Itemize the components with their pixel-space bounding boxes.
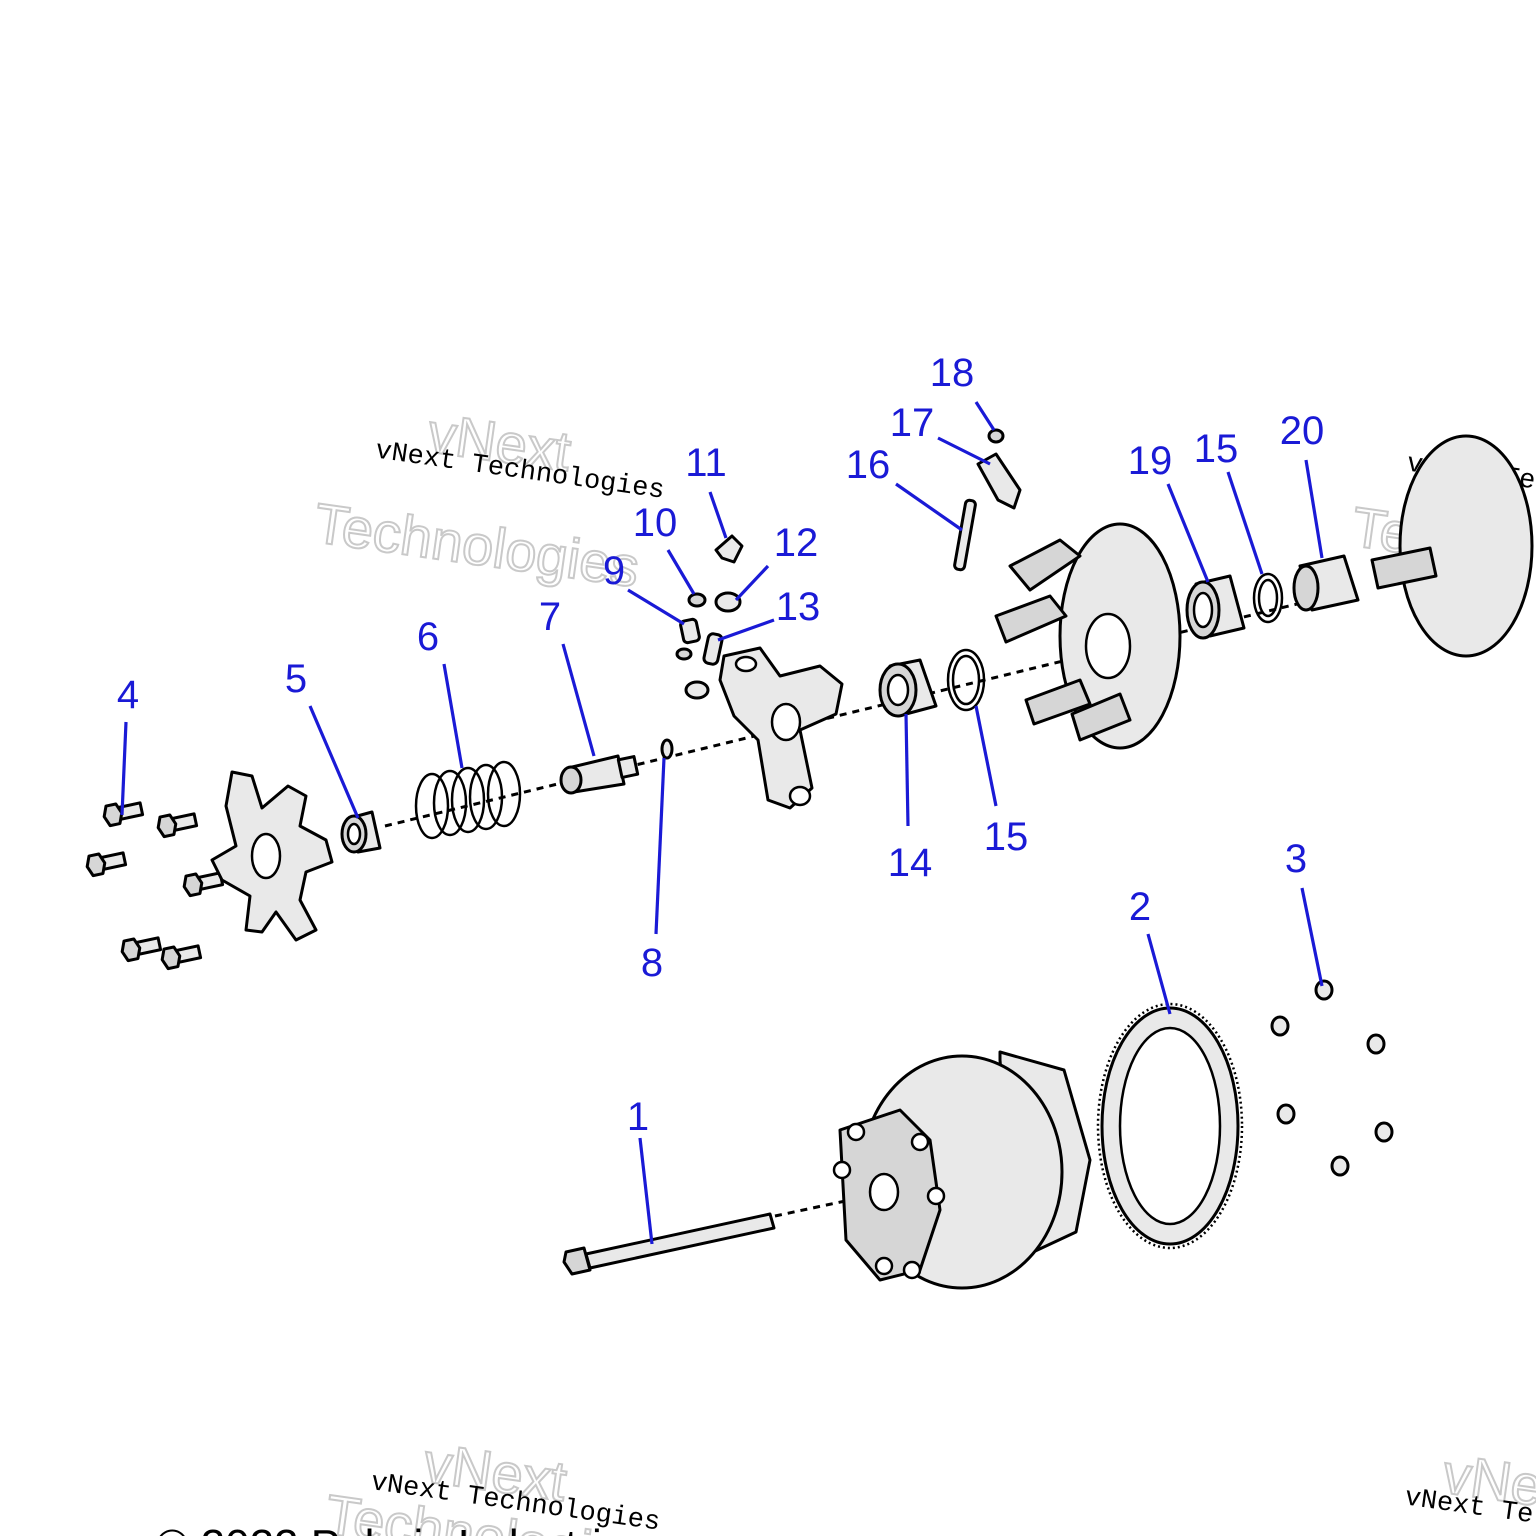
o-ring-8 [660, 738, 674, 760]
cam-arm [718, 646, 844, 810]
callout-15b: 15 [1194, 427, 1239, 471]
long-bolt-1 [562, 1212, 776, 1276]
leader-lines [120, 401, 1324, 1245]
bearing-14 [878, 658, 938, 718]
fixed-sheave [1370, 434, 1534, 658]
bushing-5 [340, 810, 382, 854]
sleeve-7 [559, 754, 640, 795]
callout-10: 10 [633, 501, 678, 545]
lower-assembly-axis [774, 1198, 851, 1218]
callout-4: 4 [117, 673, 139, 717]
callout-3: 3 [1285, 837, 1307, 881]
callout-15a: 15 [984, 815, 1029, 859]
flyweight-17 [976, 452, 1022, 510]
watermark-outline-word2: Technologies [311, 491, 643, 599]
nut-18 [987, 428, 1005, 444]
snap-ring-15a [946, 648, 986, 712]
watermark-bottom-right: vNe vNext Te [1403, 1441, 1536, 1531]
callout-17: 17 [890, 401, 935, 445]
snap-ring-15a-inner [951, 654, 981, 706]
clutch-assembly [832, 1050, 1092, 1290]
callout-12: 12 [774, 521, 819, 565]
spring-6 [414, 760, 522, 840]
callout-20: 20 [1280, 409, 1325, 453]
callout-8: 8 [641, 941, 663, 985]
small-hardware-group [675, 534, 744, 700]
callout-7: 7 [539, 595, 561, 639]
callout-14: 14 [888, 841, 933, 885]
rivet-group-3 [1270, 979, 1394, 1177]
bearing-19 [1185, 574, 1246, 640]
moveable-sheave [994, 522, 1182, 750]
callout-labels: 4 5 6 7 8 9 10 11 12 13 14 15 15 16 17 1… [117, 351, 1324, 1139]
callout-13: 13 [776, 585, 821, 629]
callout-19: 19 [1128, 439, 1173, 483]
callout-16: 16 [846, 443, 891, 487]
pin-16 [953, 498, 977, 572]
ring-gear-2 [1096, 1002, 1244, 1250]
snap-ring-15b-inner [1257, 578, 1279, 618]
copyright-text: © 2022 Polaris Industries [156, 1521, 648, 1536]
spider-plate [210, 770, 334, 942]
callout-1: 1 [627, 1095, 649, 1139]
callout-6: 6 [417, 615, 439, 659]
snap-ring-15b [1252, 572, 1284, 624]
callout-9: 9 [603, 549, 625, 593]
callout-2: 2 [1129, 885, 1151, 929]
bushing-20 [1292, 554, 1360, 612]
watermark-bottom-left: vNext Technologies vNext Technologies [321, 1430, 662, 1536]
callout-5: 5 [285, 657, 307, 701]
callout-11: 11 [685, 441, 727, 485]
watermark-outline-corner: vNe [1439, 1442, 1536, 1518]
upper-assembly-axis [384, 594, 1331, 828]
bolt-group [85, 801, 225, 971]
callout-18: 18 [930, 351, 975, 395]
